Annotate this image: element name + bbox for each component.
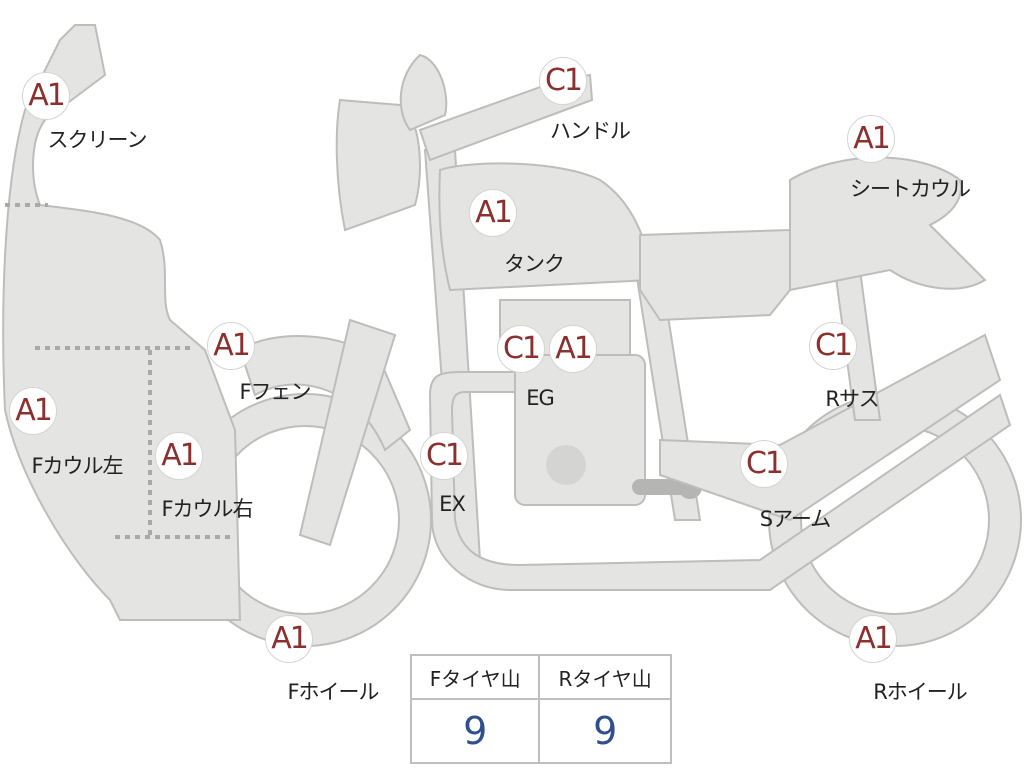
front-cowl-left-label: Fカウル左 [31,454,123,478]
rear-wheel-grade-badge: A1 [849,615,897,663]
screen-grade-badge: A1 [22,72,70,120]
engine-block [514,354,646,506]
engine-grade-badge-a: A1 [549,325,597,373]
screen-label: スクリーン [47,128,148,152]
mirror [399,53,448,132]
handle-grade-badge: C1 [539,57,587,105]
swing-arm-grade-badge: C1 [740,440,788,488]
front-cowl-right-grade-badge: A1 [155,432,203,480]
front-cowl-left-grade-badge: A1 [9,387,57,435]
rear-tire-tread-header: Rタイヤ山 [538,654,672,700]
tire-tread-header-row: Fタイヤ山 Rタイヤ山 [409,654,672,700]
seat [639,228,791,322]
rear-tire-tread-value: 9 [538,698,672,764]
exhaust-pipe [428,371,1012,591]
front-fender-grade-badge: A1 [207,322,255,370]
rear-sus-label: Rサス [825,387,879,411]
engine-cover [546,445,586,485]
seat-cowl-label: シートカウル [850,177,971,201]
engine-grade-badge-c: C1 [497,325,545,373]
tire-tread-value-row: 9 9 [409,698,672,764]
front-tire-tread-header: Fタイヤ山 [409,654,541,700]
rear-sus-grade-badge: C1 [809,322,857,370]
exhaust-label: EX [439,492,466,516]
front-wheel-grade-badge: A1 [265,615,313,663]
tank-label: タンク [504,252,565,276]
front-fork [298,318,397,547]
front-cowl-right-label: Fカウル右 [161,497,253,521]
rear-wheel-label: Rホイール [873,680,968,704]
exhaust-grade-badge: C1 [420,432,468,480]
tank-grade-badge: A1 [469,189,517,237]
seat-cowl-grade-badge: A1 [847,115,895,163]
front-fender-label: Fフェン [239,380,311,404]
engine-label: EG [526,386,555,410]
tire-tread-table: Fタイヤ山 Rタイヤ山 9 9 [409,654,672,764]
front-tire-tread-value: 9 [409,698,541,764]
handle-label: ハンドル [550,119,631,143]
swing-arm-label: Sアーム [759,507,831,531]
front-wheel-label: Fホイール [287,680,379,704]
